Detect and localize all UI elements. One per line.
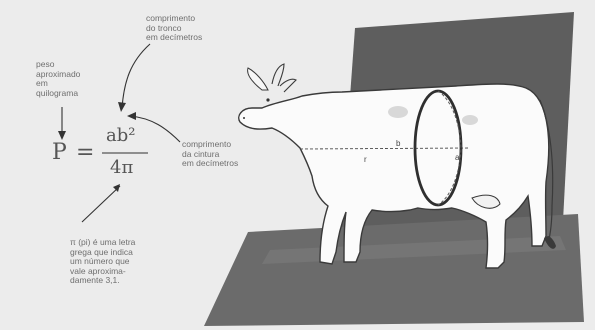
cow-horn bbox=[272, 64, 284, 86]
label-b: b bbox=[396, 139, 401, 148]
trunk-length-note: comprimento do tronco em decímetros bbox=[146, 14, 202, 43]
label-a: a bbox=[455, 153, 460, 162]
arrow-trunk bbox=[122, 44, 150, 108]
formula-denominator: 4π bbox=[110, 157, 133, 178]
cow-eye bbox=[266, 98, 269, 101]
formula-lhs: P bbox=[52, 140, 67, 165]
formula-equals: = bbox=[76, 140, 94, 165]
formula-numerator: ab² bbox=[106, 125, 135, 146]
floor-platform bbox=[204, 214, 584, 326]
arrow-waist bbox=[130, 116, 180, 142]
arrow-pi bbox=[82, 186, 120, 222]
pi-note: π (pi) é uma letra grega que indica um n… bbox=[70, 238, 135, 286]
waist-length-note: comprimento da cintura em decímetros bbox=[182, 140, 238, 169]
weight-note: peso aproximado em quilograma bbox=[36, 60, 80, 98]
cow-horn-right bbox=[280, 79, 296, 92]
label-r: r bbox=[364, 155, 367, 164]
cow-ear bbox=[248, 68, 268, 90]
